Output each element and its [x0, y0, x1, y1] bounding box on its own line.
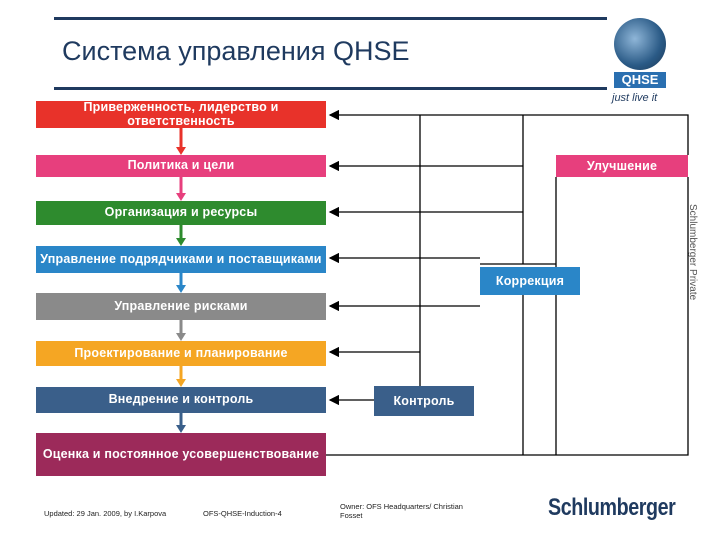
arrow-head-1-2 [176, 147, 186, 155]
top-rule [54, 17, 607, 20]
improvement-label: Улучшение [586, 159, 658, 173]
step-organization: Организация и ресурсы [36, 201, 326, 225]
feedback-lines [326, 109, 689, 456]
step-organization-label: Организация и ресурсы [104, 205, 258, 220]
loop-improvement [328, 109, 689, 155]
step-risk-label: Управление рисками [114, 298, 248, 313]
footer-owner: Owner: OFS Headquarters/ Christian Fosse… [340, 502, 463, 520]
correction-box: Коррекция [480, 267, 580, 295]
step-implementation: Внедрение и контроль [36, 387, 326, 413]
footer-code: OFS-QHSE-Induction-4 [203, 509, 282, 518]
step-contractors-label: Управление подрядчиками и поставщиками [40, 251, 322, 266]
step-evaluation-label: Оценка и постоянное усовершенствование [42, 446, 320, 461]
title-rule [54, 87, 607, 90]
control-label: Контроль [393, 394, 455, 408]
qhse-logo: QHSE just live it [612, 16, 672, 106]
arrow-head-4-5 [176, 285, 186, 293]
step-implementation-label: Внедрение и контроль [108, 392, 254, 407]
arrow-head-7-8 [176, 425, 186, 433]
step-evaluation: Оценка и постоянное усовершенствование [36, 433, 326, 476]
step-risk: Управление рисками [36, 293, 326, 320]
slide-title: Система управления QHSE [62, 36, 410, 66]
loop-main [326, 177, 689, 456]
control-box: Контроль [374, 386, 474, 416]
correction-label: Коррекция [495, 274, 565, 288]
logo-band: QHSE [614, 72, 666, 88]
step-commitment: Приверженность, лидерство и ответственно… [36, 99, 326, 128]
globe-icon [614, 18, 666, 70]
step-contractors: Управление подрядчиками и поставщиками [36, 246, 326, 273]
step-policy: Политика и цели [36, 155, 326, 177]
arrow-head-2-3 [176, 193, 186, 201]
schlumberger-logo: Schlumberger [548, 494, 676, 521]
arrow-head-5-6 [176, 333, 186, 341]
footer-updated: Updated: 29 Jan. 2009, by I.Karpova [44, 509, 167, 518]
step-policy-label: Политика и цели [127, 158, 235, 173]
arrow-head-6-7 [176, 379, 186, 387]
step-arrows [176, 128, 186, 433]
logo-tagline: just live it [612, 92, 658, 104]
step-commitment-label: Приверженность, лидерство и ответственно… [83, 99, 279, 128]
arrow-head-3-4 [176, 238, 186, 246]
improvement-box: Улучшение [556, 155, 688, 177]
step-design-label: Проектирование и планирование [74, 345, 288, 360]
step-design: Проектирование и планирование [36, 341, 326, 366]
